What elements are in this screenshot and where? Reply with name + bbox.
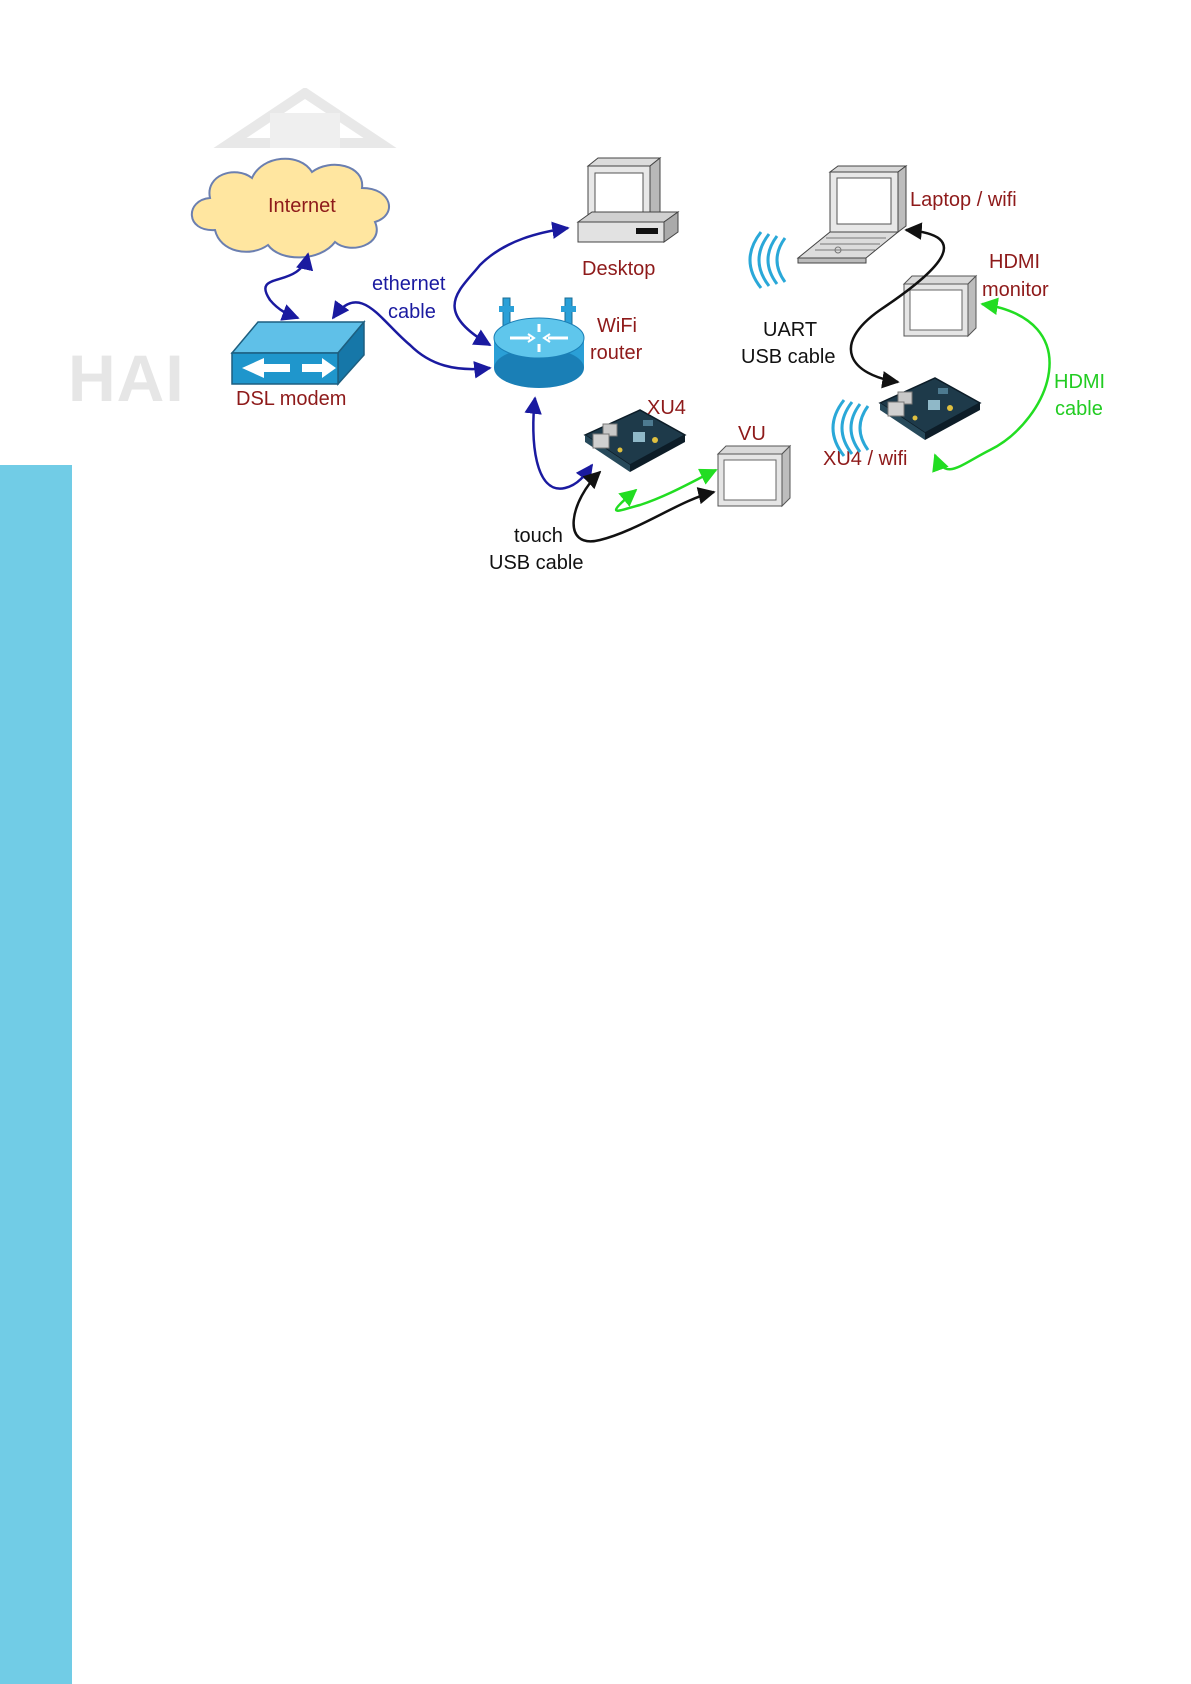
desktop-icon bbox=[578, 158, 678, 242]
hdmi-monitor-label-line2: monitor bbox=[982, 279, 1049, 301]
vu-label: VU bbox=[738, 423, 766, 445]
hdmi-cable-label-line1: HDMI bbox=[1054, 371, 1105, 393]
wifi-router-icon bbox=[494, 298, 584, 388]
link-xu4-vu-hdmi bbox=[616, 470, 716, 511]
hdmi-monitor-label-line1: HDMI bbox=[989, 251, 1040, 273]
xu4-wifi-board-icon bbox=[880, 378, 980, 440]
ethernet-label-line2: cable bbox=[388, 301, 436, 323]
hdmi-cable-label-line2: cable bbox=[1055, 398, 1103, 420]
uart-label-line1: UART bbox=[763, 319, 817, 341]
ethernet-label-line1: ethernet bbox=[372, 273, 446, 295]
dsl-modem-icon bbox=[232, 322, 364, 384]
laptop-icon bbox=[798, 166, 906, 263]
desktop-label: Desktop bbox=[582, 258, 655, 280]
touch-label-line1: touch bbox=[514, 525, 563, 547]
wifi-router-label-line1: WiFi bbox=[597, 315, 637, 337]
uart-label-line2: USB cable bbox=[741, 346, 836, 368]
sidebar-band bbox=[0, 465, 72, 1684]
laptop-label: Laptop / wifi bbox=[910, 189, 1017, 211]
link-router-xu4 bbox=[533, 398, 592, 489]
vu-monitor-icon bbox=[718, 446, 790, 506]
xu4-label: XU4 bbox=[647, 397, 686, 419]
touch-label-line2: USB cable bbox=[489, 552, 584, 574]
xu4-wifi-label: XU4 / wifi bbox=[823, 448, 907, 470]
laptop-wifi-waves-icon bbox=[750, 232, 785, 288]
dsl-modem-label: DSL modem bbox=[236, 388, 346, 410]
link-internet-modem bbox=[265, 254, 308, 318]
network-diagram: Internet DSL modem Desktop WiFi router bbox=[0, 0, 1191, 620]
xu4-board-icon bbox=[585, 410, 685, 472]
internet-label: Internet bbox=[268, 195, 336, 217]
wifi-router-label-line2: router bbox=[590, 342, 643, 364]
